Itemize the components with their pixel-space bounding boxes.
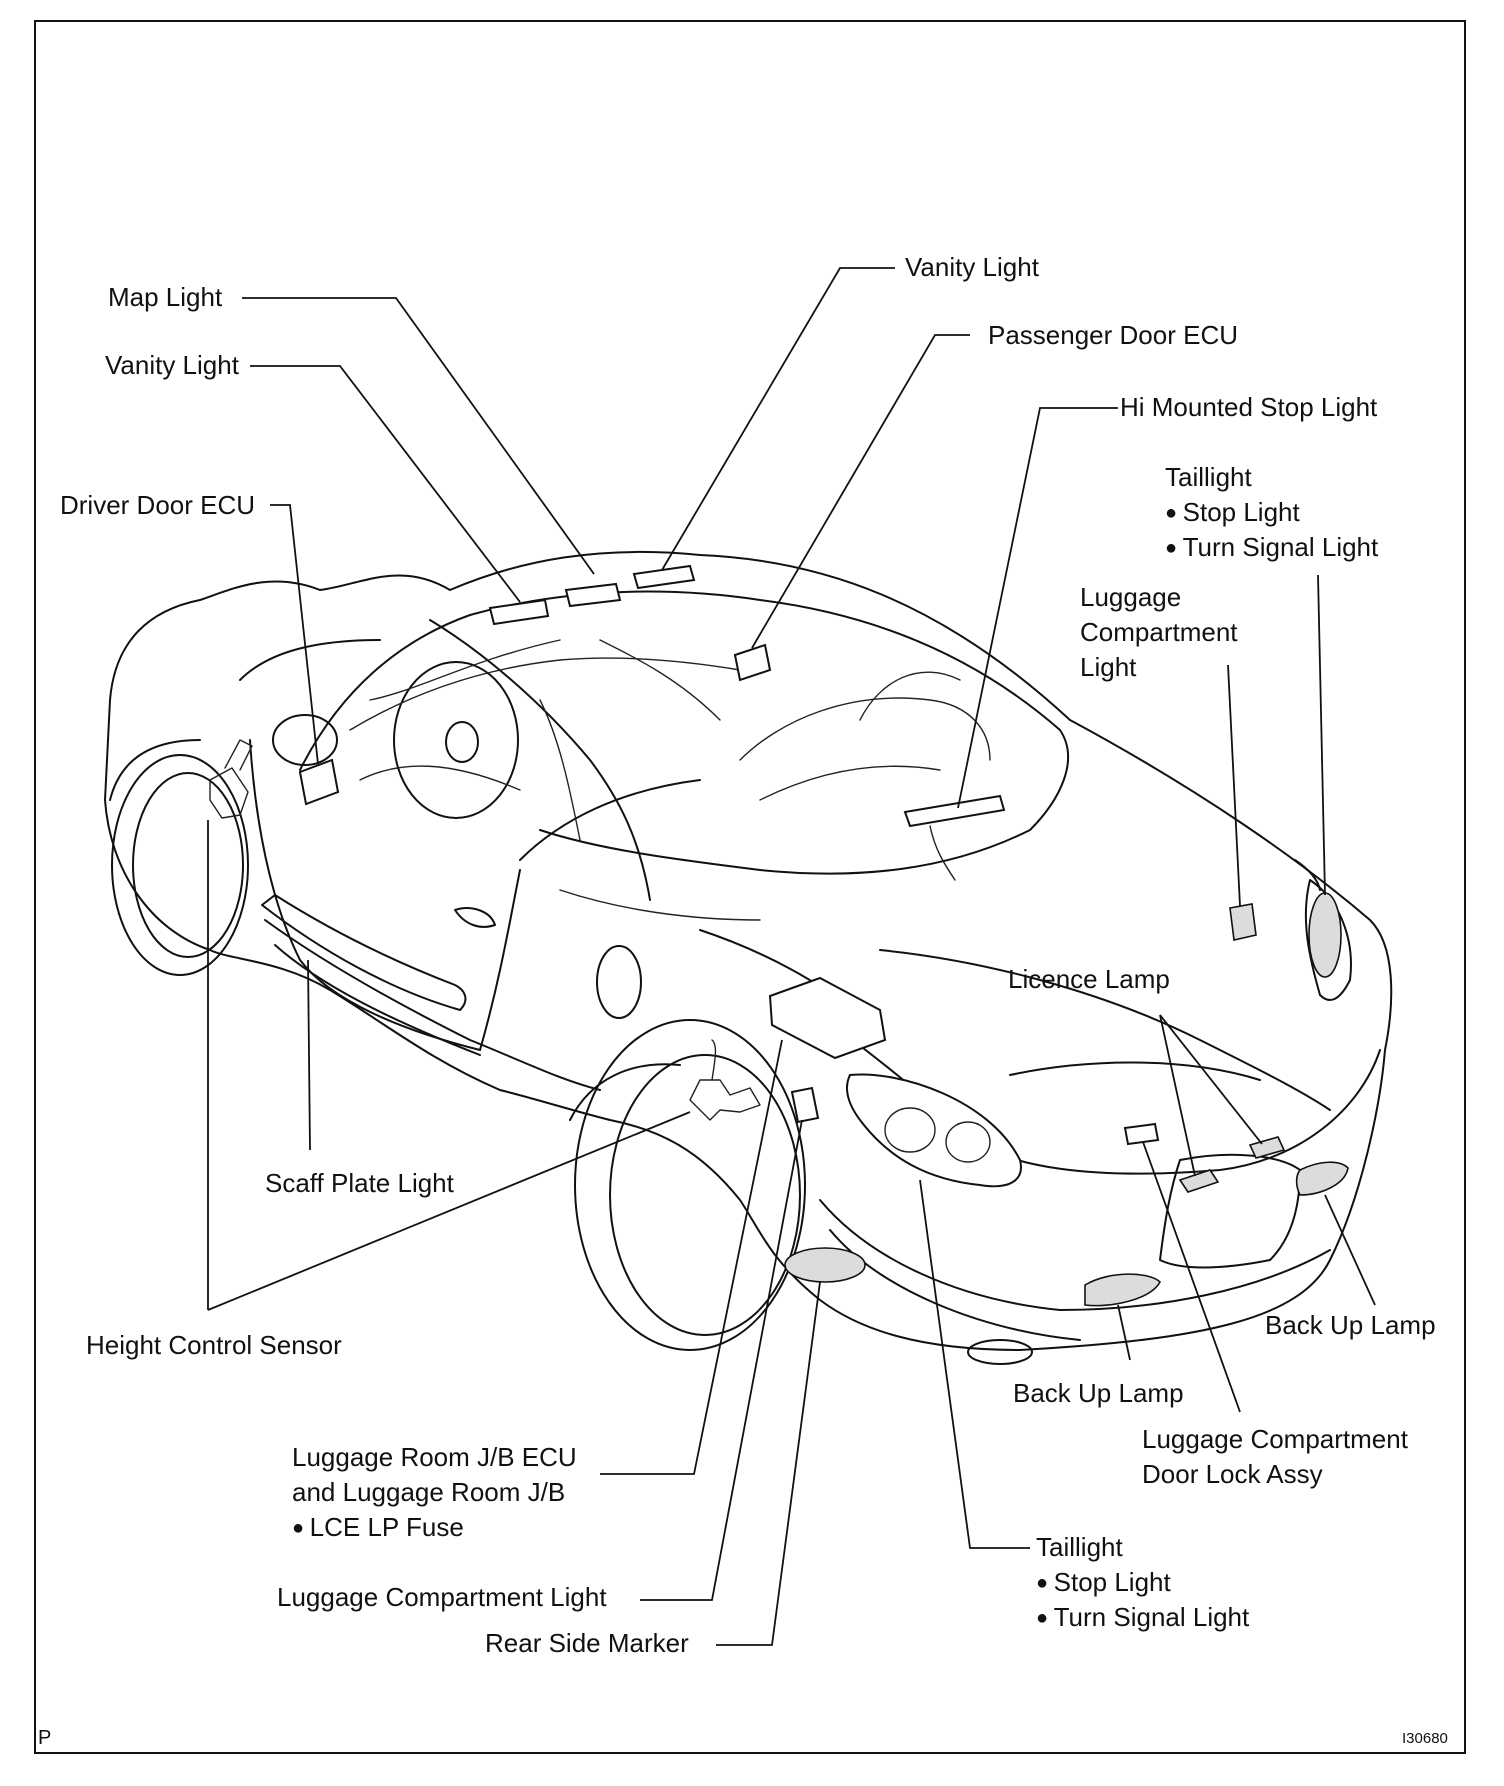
label-map-light: Map Light [108, 282, 223, 312]
licence-lamp-right-part [1248, 1136, 1286, 1159]
leader-lines [207, 267, 1376, 1646]
components [209, 564, 1349, 1307]
back-up-lamp-right-part [1295, 1161, 1349, 1196]
taillight-lower-item-stop: Stop Light [1036, 1565, 1249, 1600]
label-luggage-room-jb: Luggage Room J/B ECU and Luggage Room J/… [292, 1440, 577, 1545]
vanity-light-top-part [632, 564, 696, 590]
taillight-lower-item-turn: Turn Signal Light [1036, 1600, 1250, 1635]
label-taillight-lower: Taillight Stop Light Turn Signal Light [1036, 1530, 1249, 1635]
hi-mounted-stop-light-part [903, 794, 1006, 828]
label-scaff-plate-light: Scaff Plate Light [265, 1168, 454, 1198]
taillight-right-part [1308, 892, 1342, 978]
label-hi-mounted-stop-light: Hi Mounted Stop Light [1120, 392, 1378, 422]
luggage-light-upper-line3: Light [1080, 652, 1137, 683]
driver-door-ecu-part [298, 758, 340, 806]
corner-code-left: P [38, 1727, 52, 1749]
map-light-part [564, 582, 622, 608]
back-up-lamp-center-part [1084, 1273, 1161, 1307]
taillight-right-item-stop: Stop Light [1165, 495, 1378, 530]
luggage-compartment-light-lower-part [790, 1086, 820, 1124]
height-control-sensor-front-part [209, 767, 249, 819]
luggage-light-upper-line2: Compartment [1080, 617, 1238, 648]
luggage-light-upper-line1: Luggage [1080, 582, 1182, 612]
taillight-right-item-turn: Turn Signal Light [1165, 530, 1379, 565]
label-back-up-lamp-right: Back Up Lamp [1265, 1310, 1436, 1340]
taillight-lower-title: Taillight [1036, 1532, 1123, 1562]
licence-lamp-left-part [1178, 1169, 1220, 1193]
car-body [104, 550, 1393, 1365]
label-driver-door-ecu: Driver Door ECU [60, 490, 256, 520]
luggage-room-jb-line2: and Luggage Room J/B [292, 1477, 566, 1508]
luggage-room-jb-line1: Luggage Room J/B ECU [292, 1442, 577, 1472]
label-licence-lamp: Licence Lamp [1008, 964, 1170, 994]
label-vanity-light-top: Vanity Light [905, 252, 1039, 282]
rear-side-marker-part [784, 1247, 866, 1283]
label-vanity-light-left: Vanity Light [105, 350, 239, 380]
label-height-control-sensor: Height Control Sensor [86, 1330, 342, 1360]
label-passenger-door-ecu: Passenger Door ECU [988, 320, 1238, 350]
corner-code-right: I30680 [1402, 1730, 1448, 1747]
label-rear-side-marker: Rear Side Marker [485, 1628, 689, 1658]
taillight-right-title: Taillight [1165, 462, 1252, 492]
luggage-room-jb-item-fuse: LCE LP Fuse [292, 1510, 577, 1545]
luggage-compartment-light-upper-part [1229, 903, 1257, 941]
luggage-door-lock-part [1123, 1122, 1160, 1146]
diagram-frame [34, 20, 1466, 1754]
label-back-up-lamp-center: Back Up Lamp [1013, 1378, 1184, 1408]
taillight-lower-part [846, 1073, 1022, 1188]
label-luggage-door-lock: Luggage Compartment Door Lock Assy [1142, 1422, 1408, 1492]
luggage-door-lock-line1: Luggage Compartment [1142, 1424, 1408, 1454]
height-control-sensor-rear-part [689, 1079, 761, 1121]
label-luggage-compartment-light-lower: Luggage Compartment Light [277, 1582, 607, 1612]
label-luggage-compartment-light-upper: Luggage Compartment Light [1080, 580, 1238, 685]
passenger-door-ecu-part [733, 643, 772, 682]
luggage-door-lock-line2: Door Lock Assy [1142, 1459, 1323, 1490]
label-taillight-right: Taillight Stop Light Turn Signal Light [1165, 460, 1378, 565]
luggage-room-jb-ecu-part [768, 976, 887, 1060]
vanity-light-left-part [488, 598, 550, 626]
